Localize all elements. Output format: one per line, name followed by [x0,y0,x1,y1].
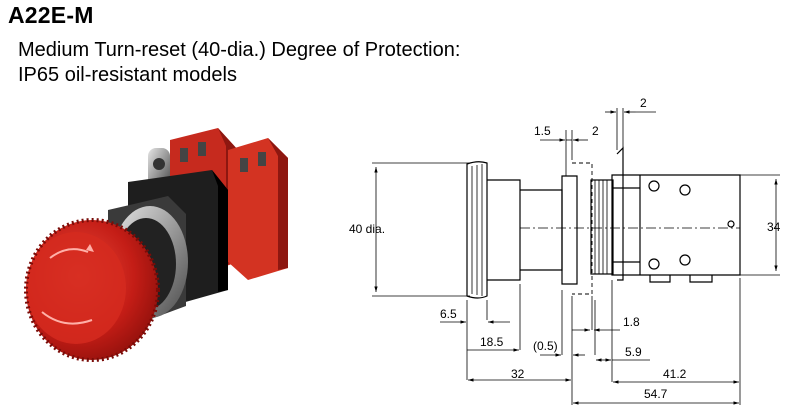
dimension-5-9: 5.9 [625,345,642,359]
dimension-41-2: 41.2 [663,367,687,381]
dimension-6-5: 6.5 [440,307,457,321]
product-description-line-1: Medium Turn-reset (40-dia.) Degree of Pr… [18,39,461,61]
dimension-2-mid: 2 [592,124,599,138]
dimension-18-5: 18.5 [480,335,504,349]
dimension-0-5: (0.5) [533,339,558,353]
dimension-32: 32 [511,367,525,381]
dimension-40-dia: 40 dia. [349,222,385,236]
dimension-2-top: 2 [640,96,647,110]
product-description-line-2: IP65 oil-resistant models [18,64,237,86]
dimension-34: 34 [767,220,781,234]
dimension-drawing: 40 dia. 34 2 1.5 2 6.5 1.8 18.5 (0.5) 5.… [349,96,781,405]
model-title: A22E-M [8,2,94,28]
dimension-1-5: 1.5 [534,124,551,138]
emergency-stop-switch-photo [24,128,288,362]
dimension-1-8: 1.8 [623,315,640,329]
dimension-54-7: 54.7 [644,387,668,401]
